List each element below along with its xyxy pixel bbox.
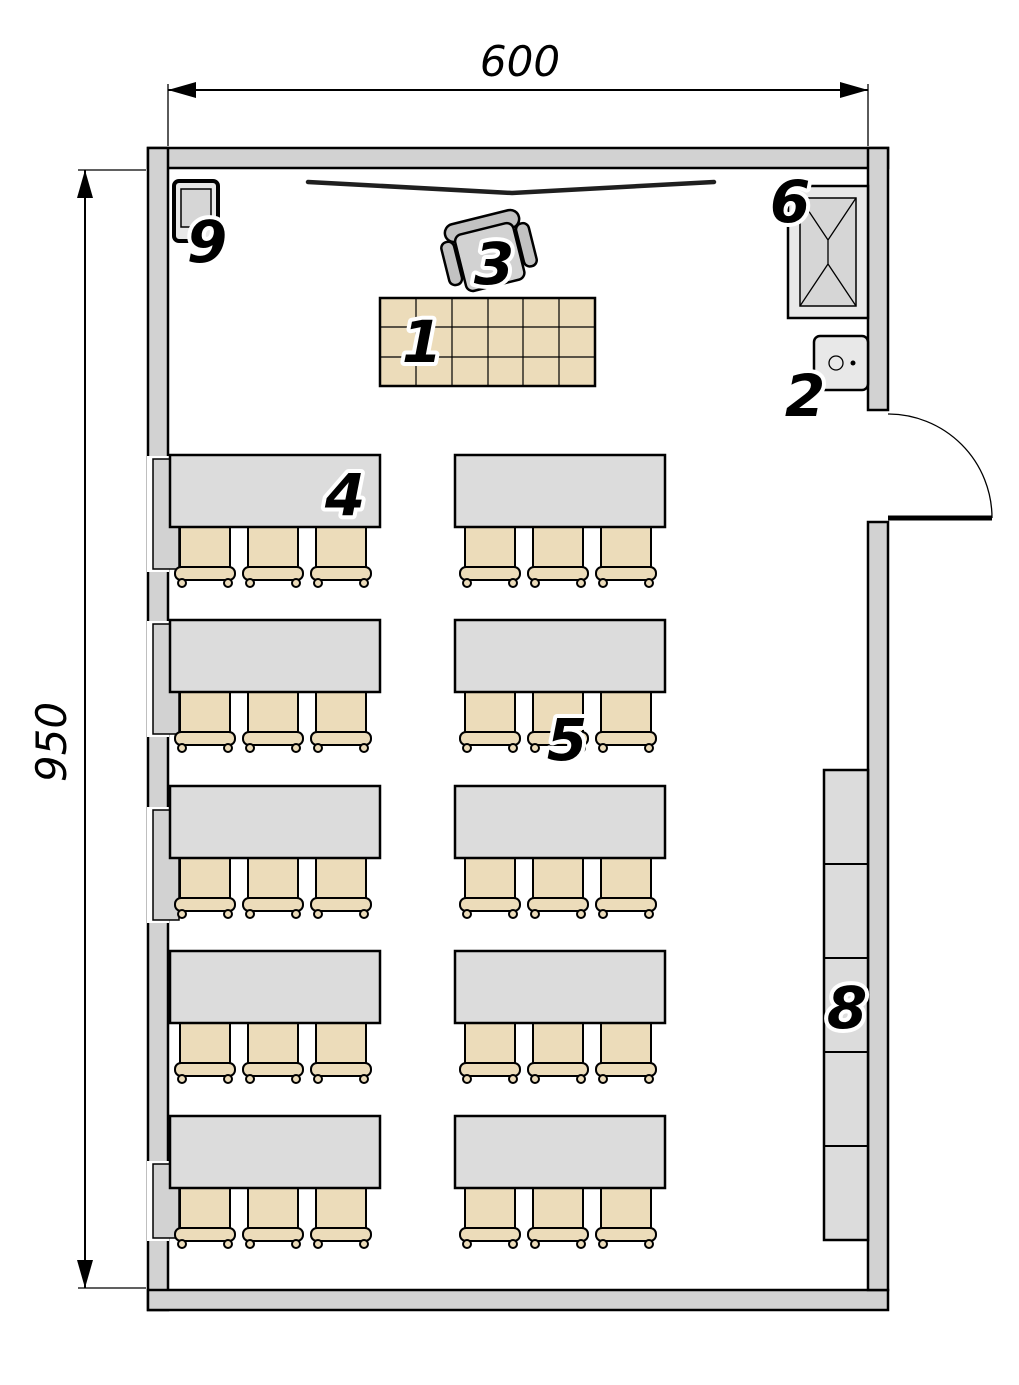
dim-height-label: 950 (27, 702, 76, 782)
cabinets-8 (822, 768, 870, 1242)
teacher-chair-armrest-right (514, 221, 538, 268)
wall-bottom (146, 1288, 890, 1312)
wall-top (146, 146, 890, 170)
teacher-desk-1 (378, 296, 597, 388)
wall-panel-inner (180, 188, 212, 228)
desk-unit-row3-right (455, 786, 665, 918)
chalkboard (305, 179, 717, 196)
label-1-teacher-desk: 1 (402, 308, 442, 376)
desk-unit-row1-right (455, 455, 665, 587)
teacher-chair-3 (440, 208, 538, 293)
wall-right-upper (866, 146, 890, 412)
label-9-wall-panel: 9 (187, 208, 227, 276)
washbasin-2 (812, 334, 870, 392)
label-6-sink-unit: 6 (770, 168, 810, 236)
label-2-washbasin: 2 (785, 362, 825, 430)
teacher-chair-seat (453, 221, 526, 293)
dim-width-label: 600 (480, 37, 560, 86)
sink-unit-6 (786, 184, 870, 320)
teacher-chair-armrest-left (440, 240, 464, 287)
washbasin-tap-dot (850, 360, 856, 366)
desk-unit-row4-left (170, 951, 380, 1083)
dim-left-arrow-top (77, 170, 93, 198)
desk-unit-row2-left (170, 620, 380, 752)
desk-unit-row4-right (455, 951, 665, 1083)
wall-panel-9 (172, 179, 220, 243)
dim-left-arrow-bottom (77, 1260, 93, 1288)
dim-top-arrow-left (168, 82, 196, 98)
dim-top-arrow-right (840, 82, 868, 98)
cabinets-body (822, 768, 870, 1242)
sink-unit-drain-lines (799, 197, 857, 307)
label-5-student-chair: 5 (547, 706, 587, 774)
washbasin-drain (828, 355, 844, 371)
washbasin-body (812, 334, 870, 392)
label-3-teacher-chair: 3 (474, 230, 514, 298)
label-8-cabinets: 8 (827, 974, 867, 1042)
wall-right-lower (866, 520, 890, 1292)
teacher-desk-grid (380, 298, 595, 386)
label-4-student-desk: 4 (324, 461, 365, 529)
desk-unit-row5-right (455, 1116, 665, 1248)
desk-unit-row3-left (170, 786, 380, 918)
door-swing-arc (887, 413, 993, 519)
desk-unit-row5-left (170, 1116, 380, 1248)
